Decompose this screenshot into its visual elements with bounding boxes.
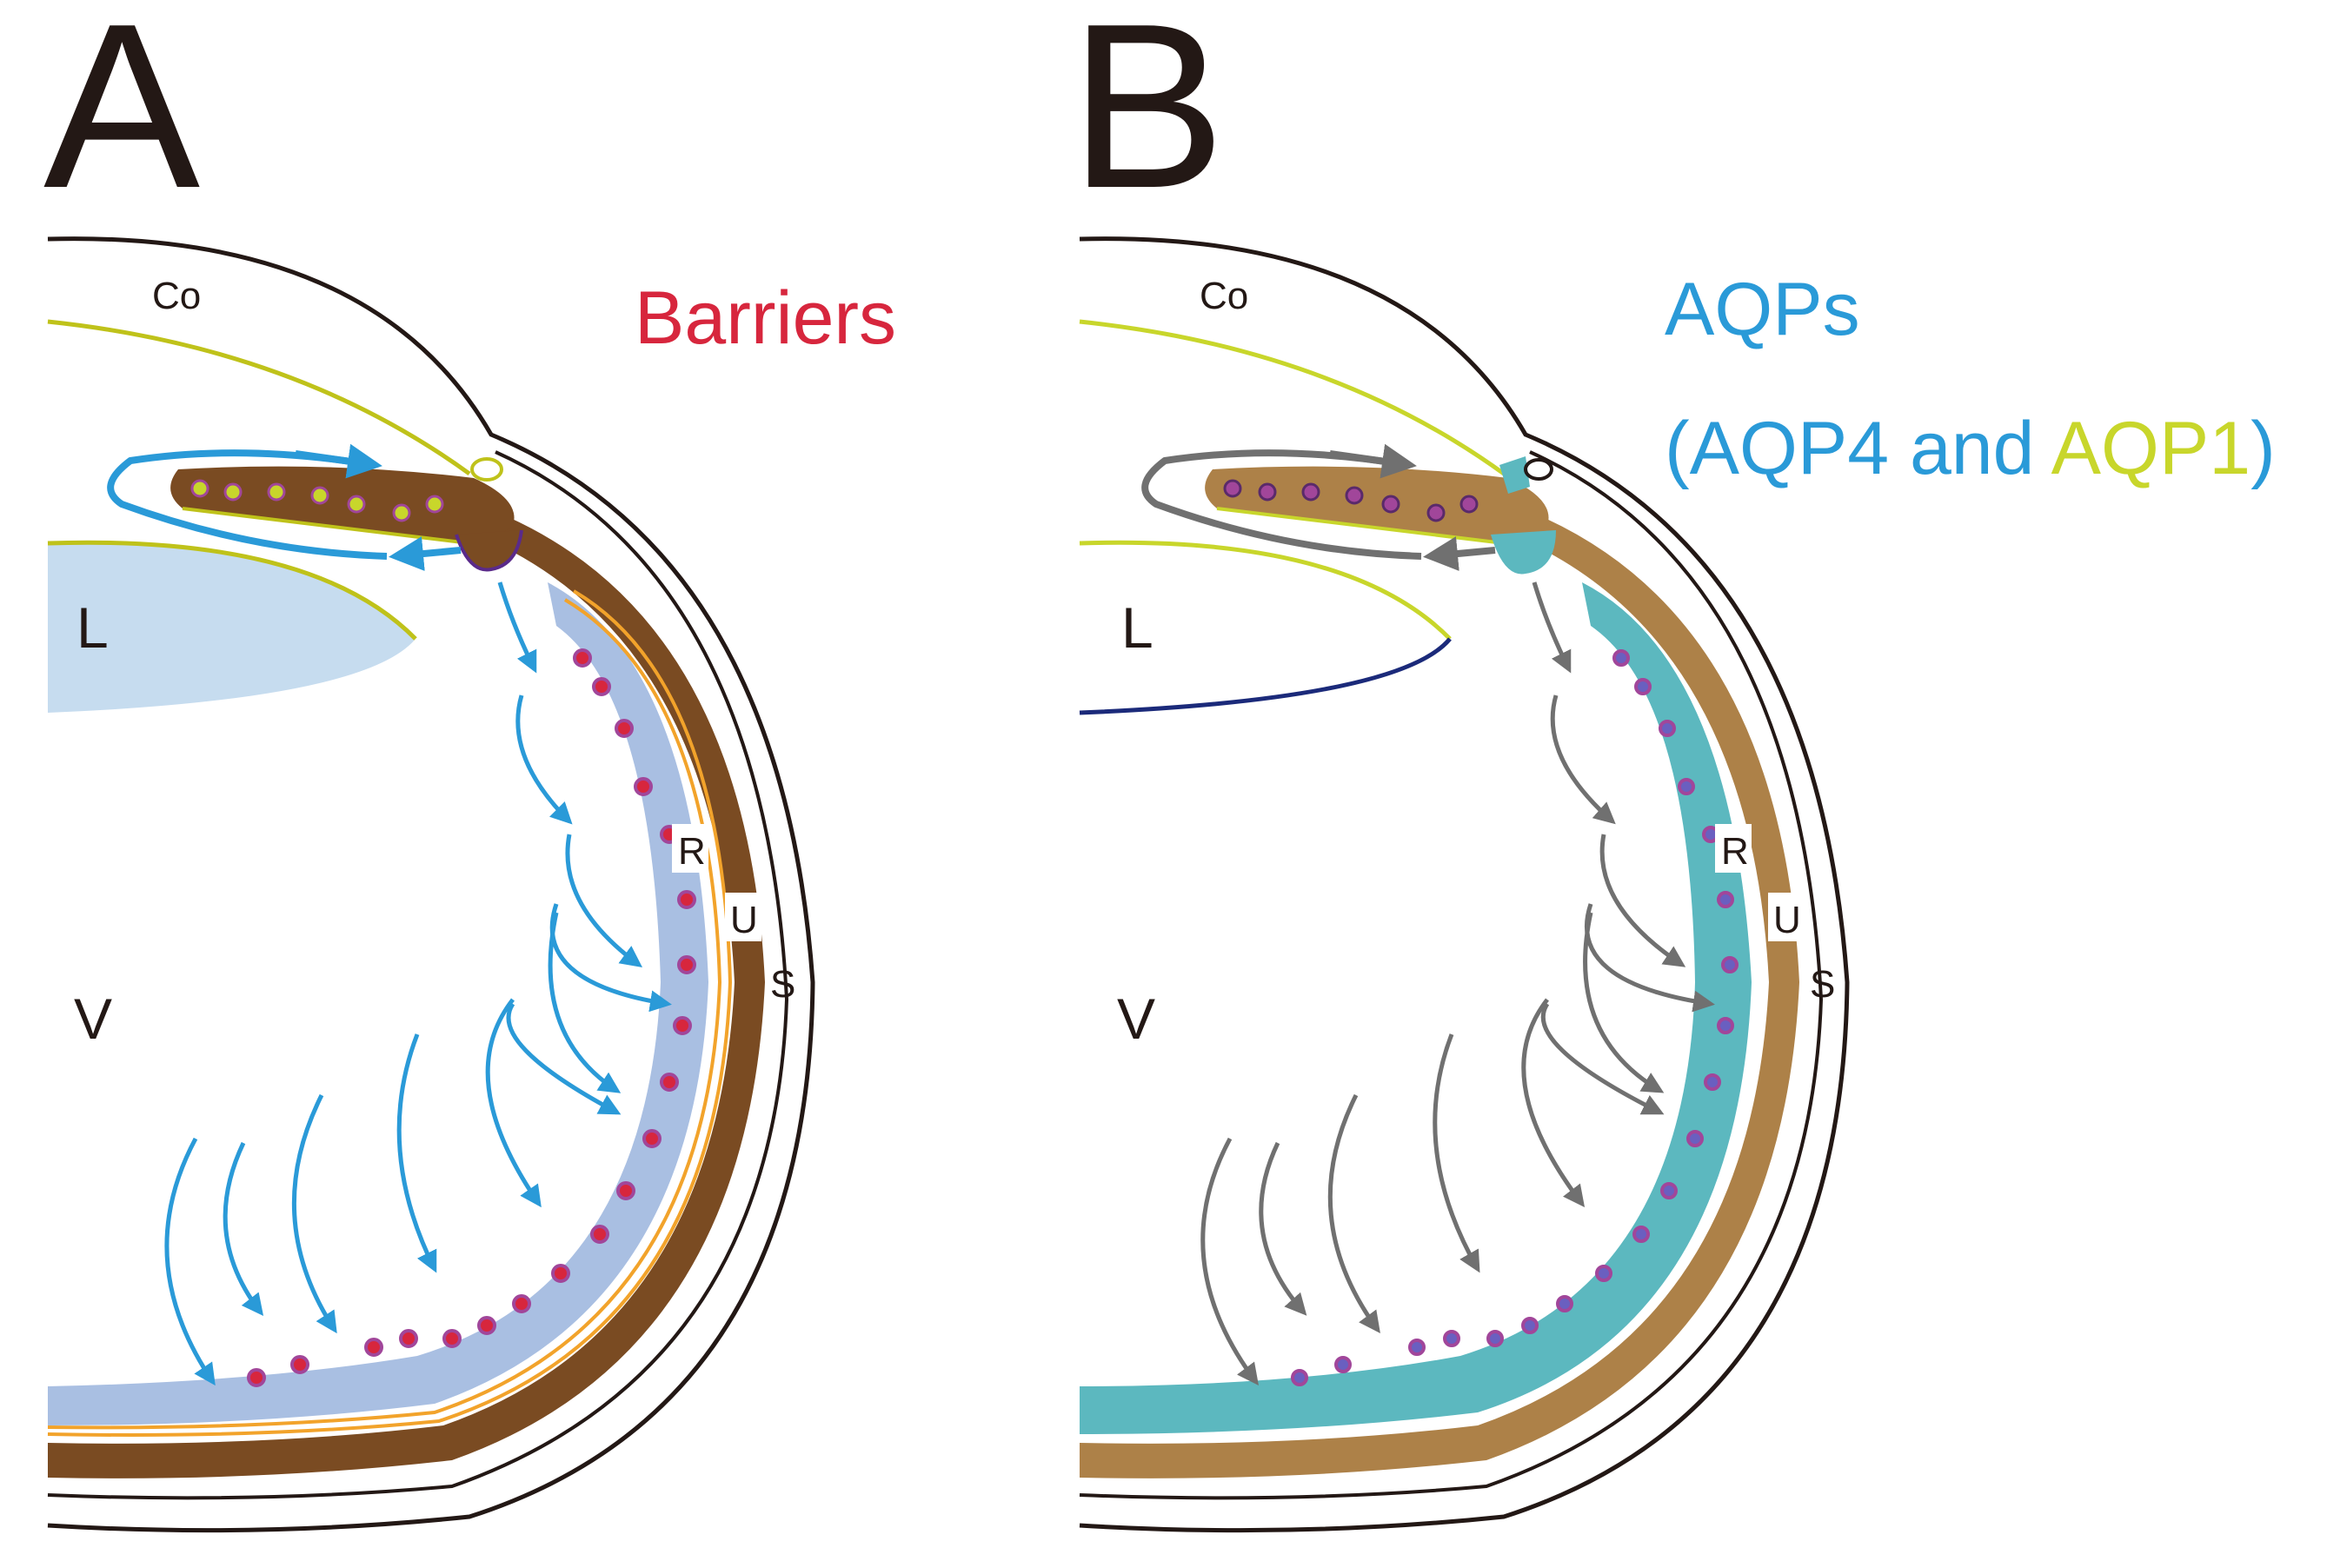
vitreous-flow-arrows — [164, 581, 672, 1386]
label-retina: R — [678, 830, 706, 873]
label-vitreous: V — [1117, 987, 1155, 1051]
label-sclera: S — [770, 963, 795, 1006]
panel-a: A — [43, 0, 896, 1533]
panel-b-title-line1: AQPs — [1665, 268, 1860, 351]
ciliary-epithelium-line — [1216, 507, 1505, 545]
panel-a-letter: A — [43, 0, 201, 237]
lens — [48, 542, 416, 713]
cornea-inner-line — [1079, 319, 1506, 476]
lens-capsule-line — [47, 540, 417, 641]
aqueous-flow-loop — [107, 449, 388, 560]
sclera-inner-line — [47, 450, 789, 1500]
label-lens: L — [1121, 595, 1154, 660]
aqueous-flow-arrow-top — [295, 443, 382, 479]
label-uvea: U — [730, 899, 758, 941]
label-uvea-box — [1768, 893, 1805, 941]
ciliary-bump — [1491, 530, 1556, 575]
schlemm-canal — [470, 457, 503, 482]
label-uvea-box — [725, 893, 761, 941]
eye-outline — [1079, 236, 1850, 1533]
limbus-aqp-patch — [1499, 456, 1530, 494]
ciliary-body — [1205, 466, 1549, 543]
label-cornea: Co — [152, 275, 201, 317]
panel-b-title-part: AQPs — [1665, 268, 1860, 351]
label-lens: L — [76, 595, 109, 660]
ciliary-epithelium-line — [182, 507, 470, 545]
panel-b-title-part: ) — [2251, 407, 2276, 490]
panel-b: B — [1069, 0, 2276, 1533]
vitreous-flow-arrows — [1200, 581, 1715, 1386]
schlemm-canal — [1524, 458, 1553, 481]
retina-band — [1080, 582, 1752, 1434]
panel-a-title: Barriers — [635, 276, 896, 360]
aqueous-flow-loop — [1141, 449, 1422, 560]
sclera-inner-line — [1079, 450, 1824, 1500]
cornea-inner-line — [47, 319, 471, 476]
label-vitreous: V — [74, 987, 112, 1051]
aqueous-flow-arrow-bottom — [1423, 536, 1496, 571]
panel-b-letter: B — [1069, 0, 1226, 237]
ciliary-barrier-dots — [190, 479, 444, 522]
bruch-line-2 — [47, 598, 722, 1430]
panel-b-title-line2: (AQP4 and AQP1) — [1665, 407, 2276, 490]
eye-outline — [47, 236, 815, 1533]
retina-barrier-dots — [247, 648, 696, 1387]
panel-a-title-part: Barriers — [635, 276, 896, 360]
aqueous-flow-arrow-top — [1329, 443, 1417, 479]
ciliary-bump — [455, 529, 523, 572]
uvea-band — [1080, 517, 1799, 1478]
label-retina-box — [1715, 824, 1752, 873]
aqueous-flow-arrow-bottom — [389, 536, 462, 571]
label-uvea: U — [1773, 899, 1801, 941]
label-cornea: Co — [1200, 275, 1248, 317]
ciliary-aqp-dots — [1223, 479, 1479, 522]
ciliary-body — [170, 466, 515, 543]
label-retina: R — [1721, 830, 1749, 873]
panel-b-title-part-aqp1: AQP1 — [2051, 407, 2251, 490]
bruch-line-1 — [47, 589, 733, 1437]
lens-capsule-line — [1079, 540, 1452, 641]
retina-aqp-dots — [1291, 649, 1739, 1386]
label-sclera: S — [1810, 963, 1835, 1006]
panel-b-title-part: (AQP4 and — [1665, 407, 2051, 490]
lens-posterior-line — [1079, 637, 1452, 715]
label-retina-box — [672, 824, 708, 873]
